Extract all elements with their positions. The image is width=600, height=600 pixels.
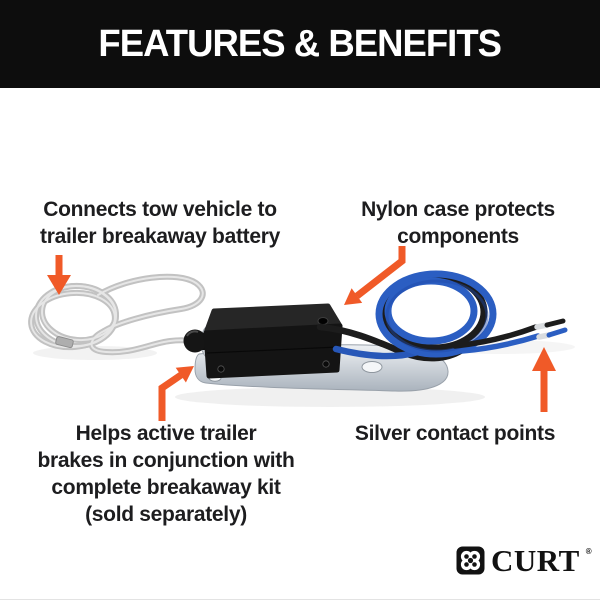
arrow-to-case	[344, 246, 406, 305]
header-bar: FEATURES & BENEFITS	[0, 0, 600, 88]
nylon-case	[203, 303, 343, 379]
curt-clover-icon	[456, 546, 485, 575]
bracket-hole	[361, 361, 383, 373]
callout-connects-battery: Connects tow vehicle to trailer breakawa…	[40, 196, 280, 250]
callout-line: (sold separately)	[85, 503, 247, 526]
callout-arrows	[47, 246, 556, 421]
callout-silver-contacts: Silver contact points	[354, 420, 556, 447]
case-screw-left	[217, 365, 225, 373]
arrow-to-cable	[47, 255, 71, 295]
registered-trademark-symbol: ®	[585, 547, 592, 556]
callout-helps-brakes: Helps active trailer brakes in conjuncti…	[37, 420, 294, 528]
steel-lanyard-cable	[28, 273, 206, 356]
callout-line: Nylon case protects	[361, 198, 555, 221]
callout-line: Helps active trailer	[75, 422, 257, 445]
callout-line: components	[397, 225, 519, 248]
callout-line: complete breakaway kit	[51, 476, 281, 499]
wire-coil	[316, 270, 541, 362]
curt-wordmark: CURT	[491, 543, 580, 578]
arrow-to-switch	[158, 366, 194, 421]
case-hole	[317, 317, 329, 325]
callout-line: Silver contact points	[354, 422, 556, 445]
arrow-to-contact-points	[532, 347, 556, 412]
callout-line: brakes in conjunction with	[37, 449, 295, 472]
case-screw-right	[322, 360, 330, 368]
callout-nylon-case: Nylon case protects components	[361, 196, 555, 250]
cable-crimp	[55, 336, 74, 349]
curt-logo: CURT ®	[456, 543, 592, 578]
callout-line: Connects tow vehicle to	[43, 198, 277, 221]
callout-line: trailer breakaway battery	[40, 225, 280, 248]
page-title: FEATURES & BENEFITS	[98, 22, 503, 65]
wire-contact-tips	[534, 318, 568, 340]
